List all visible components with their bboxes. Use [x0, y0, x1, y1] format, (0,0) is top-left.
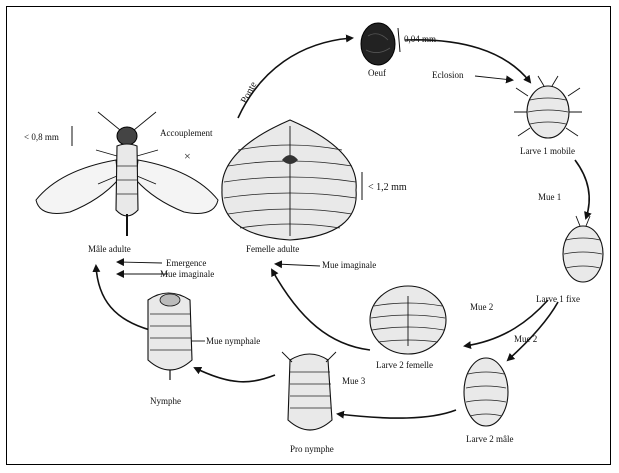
femelle-adult-illustration [222, 120, 362, 240]
label-larve1-mobile: Larve 1 mobile [520, 146, 575, 156]
label-emergence: Emergence [166, 258, 206, 268]
label-larve1-fixe: Larve 1 fixe [536, 294, 580, 304]
arrow-emergence [96, 266, 150, 330]
label-mue3: Mue 3 [342, 376, 366, 386]
label-mue1: Mue 1 [538, 192, 561, 202]
arrow-ponte [238, 38, 352, 118]
label-male-adulte: Mâle adulte [88, 244, 131, 254]
larva1-mobile-illustration [514, 76, 582, 138]
arrow-mue3 [338, 410, 456, 418]
pointer-eclosion [475, 76, 512, 80]
label-male-size: < 0,8 mm [24, 132, 59, 142]
label-mue2-femelle: Mue 2 [470, 302, 493, 312]
label-mue2-male: Mue 2 [514, 334, 537, 344]
label-eclosion: Eclosion [432, 70, 464, 80]
label-ponte: Ponte [239, 80, 260, 106]
label-mue-imaginale-femelle: Mue imaginale [322, 260, 376, 270]
label-larve2-femelle: Larve 2 femelle [376, 360, 433, 370]
pronymphe-illustration [282, 352, 336, 430]
nymphe-illustration [148, 293, 192, 380]
pointer-mue-imaginale-femelle [276, 264, 320, 266]
pointer-emergence [118, 262, 162, 263]
label-accouplement: Accouplement [160, 128, 213, 138]
arrow-mue-nymphale [195, 368, 275, 382]
label-femelle-size: < 1,2 mm [368, 182, 407, 193]
egg-illustration [361, 23, 400, 65]
larva1-fixe-illustration [563, 216, 603, 282]
label-mue-nymphale: Mue nymphale [206, 336, 260, 346]
label-oeuf: Oeuf [368, 68, 386, 78]
label-nymphe: Nymphe [150, 396, 181, 406]
label-larve2-male: Larve 2 mâle [466, 434, 513, 444]
label-oeuf-size: 0,04 mm [404, 34, 436, 44]
arrow-mue1 [575, 160, 589, 218]
label-femelle-adulte: Femelle adulte [246, 244, 299, 254]
arrow-mue2-male [508, 302, 558, 360]
larva2-femelle-illustration [370, 286, 446, 354]
arrow-eclosion [405, 40, 530, 82]
label-pronymphe: Pro nymphe [290, 444, 334, 454]
label-cross: × [184, 149, 191, 163]
larva2-male-illustration [464, 358, 508, 426]
arrow-mue-imaginale-femelle [272, 270, 370, 350]
label-mue-imaginale-male: Mue imaginale [160, 269, 214, 279]
